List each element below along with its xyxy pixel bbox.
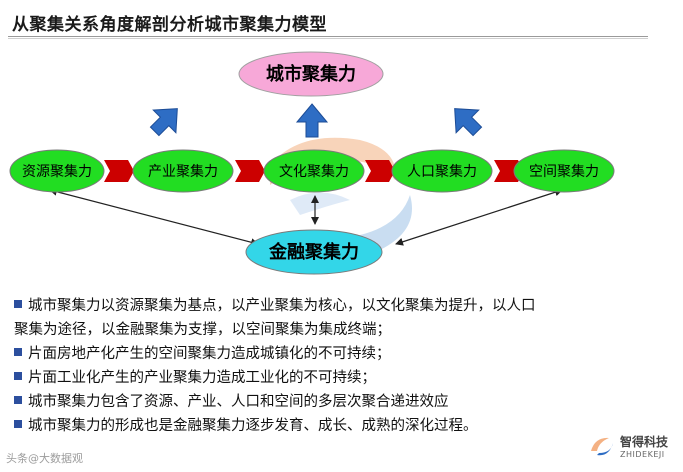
bullet-1-line-2: 聚集为途径，以金融聚集为支撑，以空间聚集为集成终端； — [14, 322, 391, 338]
bullet-1-line-1: 城市聚集力以资源聚集为基点，以产业聚集为核心，以文化聚集为提升，以人口 — [28, 298, 536, 314]
bullet-item-5: 城市聚集力的形成也是金融聚集力逐步发育、成长、成熟的深化过程。 — [14, 414, 674, 438]
chevron-arrow-1 — [104, 160, 134, 182]
up-arrow-right-icon — [454, 108, 483, 137]
arrow-finance-space — [395, 188, 563, 246]
bullet-list: 城市聚集力以资源聚集为基点，以产业聚集为核心，以文化聚集为提升，以人口 聚集为途… — [14, 294, 674, 438]
bullet-5-text: 城市聚集力的形成也是金融聚集力逐步发育、成长、成熟的深化过程。 — [28, 418, 478, 434]
bullet-square-icon — [14, 300, 22, 308]
node-city-aggregation-label: 城市聚集力 — [266, 63, 356, 85]
node-city-aggregation — [238, 51, 384, 97]
title-divider-secondary — [8, 38, 648, 39]
node-finance-label: 金融聚集力 — [268, 241, 359, 263]
up-arrow-center-icon — [295, 103, 329, 138]
chevron-arrow-2 — [235, 160, 265, 182]
bullet-square-icon — [14, 396, 22, 404]
node-space-label: 空间聚集力 — [529, 163, 599, 180]
node-industry-label: 产业聚集力 — [148, 163, 218, 180]
bullet-2-text: 片面房地产化产生的空间聚集力造成城镇化的不可持续； — [28, 346, 391, 362]
bullet-square-icon — [14, 372, 22, 380]
node-culture-label: 文化聚集力 — [279, 163, 349, 180]
bullet-square-icon — [14, 420, 22, 428]
bullet-item-1-continued: 聚集为途径，以金融聚集为支撑，以空间聚集为集成终端； — [14, 318, 674, 342]
node-space — [513, 149, 615, 193]
arrow-resource-finance — [49, 187, 259, 247]
node-culture — [263, 149, 365, 193]
title-divider — [8, 36, 648, 37]
bullet-3-text: 片面工业化产生的产业聚集力造成工业化的不可持续； — [28, 370, 376, 386]
node-resource-label: 资源聚集力 — [22, 163, 92, 180]
bullet-item-1: 城市聚集力以资源聚集为基点，以产业聚集为核心，以文化聚集为提升，以人口 — [14, 294, 674, 318]
chevron-arrow-3 — [365, 160, 395, 182]
node-industry — [132, 149, 234, 193]
node-resource — [9, 149, 105, 193]
watermark-brand-en: ZHIDEKEJI — [620, 450, 665, 459]
bullet-item-4: 城市聚集力包含了资源、产业、人口和空间的多层次聚合递进效应 — [14, 390, 674, 414]
watermark-source: 头条@大数据观 — [6, 452, 83, 465]
bullet-square-icon — [14, 348, 22, 356]
bullet-item-2: 片面房地产化产生的空间聚集力造成城镇化的不可持续； — [14, 342, 674, 366]
node-population — [391, 149, 493, 193]
aggregation-diagram: 城市聚集力 资源聚集力 产业聚集力 文化聚集力 人口聚集力 空间聚集力 金融聚集… — [9, 51, 615, 275]
node-population-label: 人口聚集力 — [407, 163, 477, 180]
node-finance — [245, 229, 383, 275]
up-arrow-left-icon — [149, 108, 178, 137]
bullet-4-text: 城市聚集力包含了资源、产业、人口和空间的多层次聚合递进效应 — [28, 394, 449, 410]
page-title: 从聚集关系角度解剖分析城市聚集力模型 — [12, 15, 327, 35]
brand-logo-icon — [591, 437, 613, 456]
bullet-item-3: 片面工业化产生的产业聚集力造成工业化的不可持续； — [14, 366, 674, 390]
watermark-brand: 智得科技 — [620, 435, 669, 449]
